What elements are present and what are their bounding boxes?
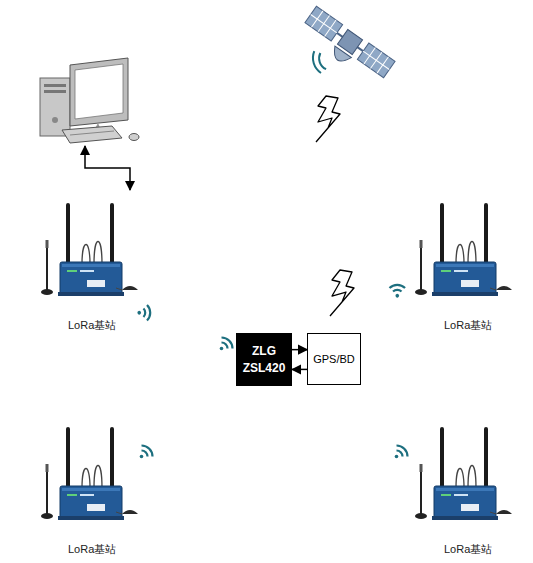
node-label: GPS/BD [313,352,355,367]
wireless-icon [137,304,155,322]
module-box: ZLG ZSL420 [236,333,292,386]
station-label: LoRa基站 [444,318,492,333]
wireless-icon [388,280,406,298]
gnss-box: GPS/BD [307,333,361,385]
network-wire [85,146,130,190]
base-station-icon [41,203,138,296]
station-label: LoRa基站 [68,318,116,333]
base-station-icon [415,203,512,296]
signal-arrow [292,369,307,371]
wireless-icon [395,446,408,459]
signal-bolt [330,270,354,316]
computer-icon [40,58,139,143]
station-label: LoRa基站 [68,542,116,557]
node-label: ZLG ZSL420 [241,343,287,375]
station-label: LoRa基站 [444,542,492,557]
signal-bolt [316,96,340,142]
base-station-icon [415,427,512,520]
wireless-icon [140,446,153,459]
base-station-icon [41,427,138,520]
wireless-icon [220,338,233,351]
satellite-icon [287,6,395,104]
signal-arrow [292,349,307,351]
